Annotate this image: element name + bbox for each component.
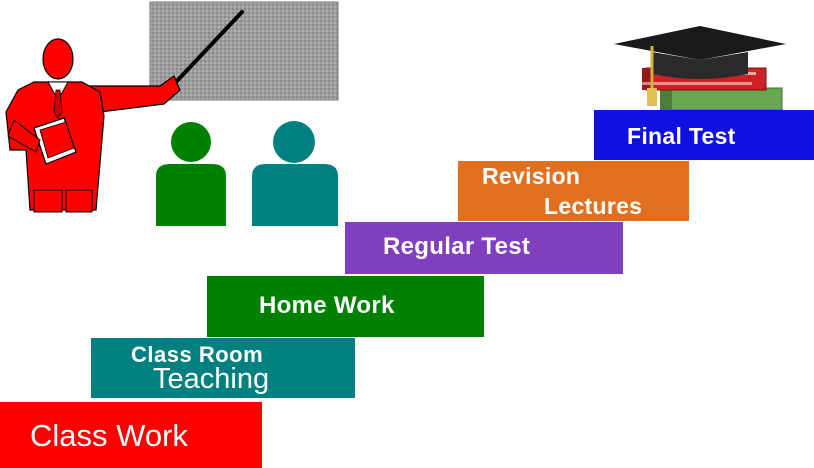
step-label: Class Work	[30, 418, 188, 453]
step-class-room-teaching: Class Room Teaching	[91, 338, 355, 398]
step-revision-lectures: Revision Lectures	[458, 161, 689, 221]
step-label-line-1: Revision	[482, 163, 581, 189]
step-label-line-2: Lectures	[544, 193, 643, 219]
step-label-line-1: Class Room	[131, 342, 264, 367]
teacher-pointing-icon	[5, 38, 181, 213]
graduation-cap-books-icon	[614, 26, 786, 111]
step-final-test: Final Test	[594, 110, 814, 160]
step-label-line-2: Teaching	[153, 363, 270, 395]
students-icon	[156, 121, 338, 226]
step-class-work: Class Work	[0, 402, 262, 468]
student-right-icon	[252, 121, 338, 226]
step-home-work: Home Work	[207, 276, 484, 337]
step-label: Regular Test	[383, 233, 531, 260]
step-regular-test: Regular Test	[345, 222, 623, 274]
student-left-icon	[156, 122, 226, 226]
classroom-illustration	[5, 1, 339, 226]
step-label: Home Work	[259, 292, 395, 319]
pointer-stick-icon	[174, 10, 244, 84]
step-label: Final Test	[627, 123, 736, 149]
chalkboard-icon	[149, 1, 339, 101]
